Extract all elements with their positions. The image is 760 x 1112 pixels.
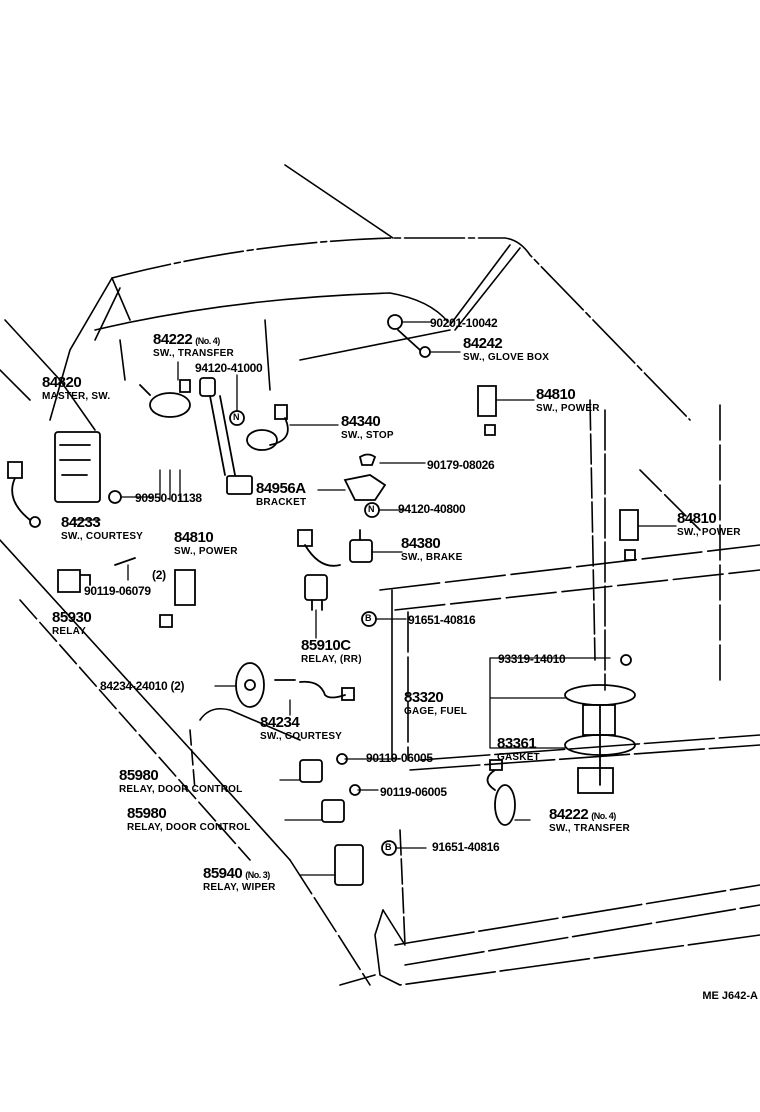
nut-symbol-icon: N	[233, 412, 240, 422]
part-number: 85980	[119, 767, 159, 784]
part-description: SW., COURTESY	[61, 531, 144, 542]
part-number: 84222	[153, 331, 193, 348]
part-description: RELAY, WIPER	[203, 882, 276, 893]
part-number: 84340	[341, 413, 381, 430]
part-number: 85930	[52, 609, 92, 626]
callout-85980-b: 85980 RELAY, DOOR CONTROL	[127, 806, 250, 833]
callout-90119-06005-b: 90119-06005	[380, 785, 447, 799]
callout-90119-06005-a: 90119-06005	[366, 751, 433, 765]
part-shapes	[7, 314, 639, 886]
callout-84810-b: 84810 SW., POWER	[174, 530, 238, 557]
callout-94120-41000: 94120-41000	[195, 361, 263, 375]
part-qualifier: (No. 4)	[195, 336, 220, 346]
callout-90950-01138: 90950-01138	[135, 491, 202, 505]
part-description: BRACKET	[256, 497, 307, 508]
part-qualifier: (No. 3)	[245, 870, 270, 880]
part-number: 84810	[677, 510, 717, 527]
part-number: 84222	[549, 806, 589, 823]
bolt-symbol-icon: B	[385, 842, 392, 852]
callout-84233: 84233 SW., COURTESY	[61, 515, 143, 542]
callout-85980-a: 85980 RELAY, DOOR CONTROL	[119, 768, 242, 795]
part-number: 84234	[260, 714, 300, 731]
callout-84380: 84380 SW., BRAKE	[401, 536, 462, 563]
callout-84234: 84234 SW., COURTESY	[260, 715, 342, 742]
callout-90119-06079: 90119-06079	[84, 584, 151, 598]
callout-84222-a: 84222(No. 4) SW., TRANSFER	[153, 332, 234, 359]
callout-94120-40800: 94120-40800	[398, 502, 466, 516]
callout-84340: 84340 SW., STOP	[341, 414, 394, 441]
callout-90179-08026: 90179-08026	[427, 458, 495, 472]
part-number: 85910C	[301, 637, 351, 654]
part-number: 84820	[42, 374, 82, 391]
callout-84242: 84242 SW., GLOVE BOX	[463, 336, 549, 363]
callout-84820: 84820 MASTER, SW.	[42, 375, 110, 402]
part-qualifier: (No. 4)	[591, 811, 616, 821]
callout-84956A: 84956A BRACKET	[256, 481, 306, 508]
part-description: GASKET	[497, 752, 540, 763]
part-description: SW., POWER	[677, 527, 741, 538]
callout-83320: 83320 GAGE, FUEL	[404, 690, 467, 717]
body-outline	[0, 164, 760, 986]
part-description: SW., GLOVE BOX	[463, 352, 550, 363]
part-number: 83320	[404, 689, 444, 706]
part-number: 84956A	[256, 480, 306, 497]
part-description: SW., POWER	[536, 403, 600, 414]
callout-83361: 83361 GASKET	[497, 736, 540, 763]
callout-qty-2: (2)	[152, 568, 166, 582]
diagram-reference-code: ME J642-A	[702, 990, 758, 1002]
part-number: 84810	[536, 386, 576, 403]
part-description: RELAY, DOOR CONTROL	[127, 822, 251, 833]
part-description: SW., POWER	[174, 546, 238, 557]
part-number: 85940	[203, 865, 243, 882]
part-number: 84233	[61, 514, 101, 531]
callout-85940: 85940(No. 3) RELAY, WIPER	[203, 866, 276, 893]
part-description: SW., TRANSFER	[153, 348, 234, 359]
part-description: SW., STOP	[341, 430, 394, 441]
callout-85930: 85930 RELAY	[52, 609, 92, 637]
callout-84222-b: 84222(No. 4) SW., TRANSFER	[549, 807, 630, 834]
part-description: SW., COURTESY	[260, 731, 343, 742]
part-number: 84380	[401, 535, 441, 552]
callout-84810-a: 84810 SW., POWER	[536, 387, 600, 414]
part-description: SW., TRANSFER	[549, 823, 630, 834]
part-number: 84242	[463, 335, 503, 352]
part-description: MASTER, SW.	[42, 391, 111, 402]
part-description: RELAY, DOOR CONTROL	[119, 784, 243, 795]
part-number: 84810	[174, 529, 214, 546]
part-description: RELAY	[52, 626, 86, 637]
callout-91651-40816-a: 91651-40816	[408, 613, 476, 627]
bolt-symbol-icon: B	[365, 613, 372, 623]
part-description: GAGE, FUEL	[404, 706, 468, 717]
callout-84810-c: 84810 SW., POWER	[677, 511, 741, 538]
leader-lines	[71, 321, 677, 876]
part-number: 85980	[127, 805, 167, 822]
callout-90201-10042: 90201-10042	[430, 316, 498, 330]
part-description: RELAY, (RR)	[301, 654, 362, 665]
part-number: 83361	[497, 735, 537, 752]
callout-91651-40816-b: 91651-40816	[432, 840, 500, 854]
part-description: SW., BRAKE	[401, 552, 463, 563]
nut-symbol-icon: N	[368, 504, 375, 514]
callout-93319-14010: 93319-14010	[498, 652, 566, 666]
callout-84234-24010: 84234-24010 (2)	[100, 679, 185, 693]
callout-85910C: 85910C RELAY, (RR)	[301, 638, 362, 665]
